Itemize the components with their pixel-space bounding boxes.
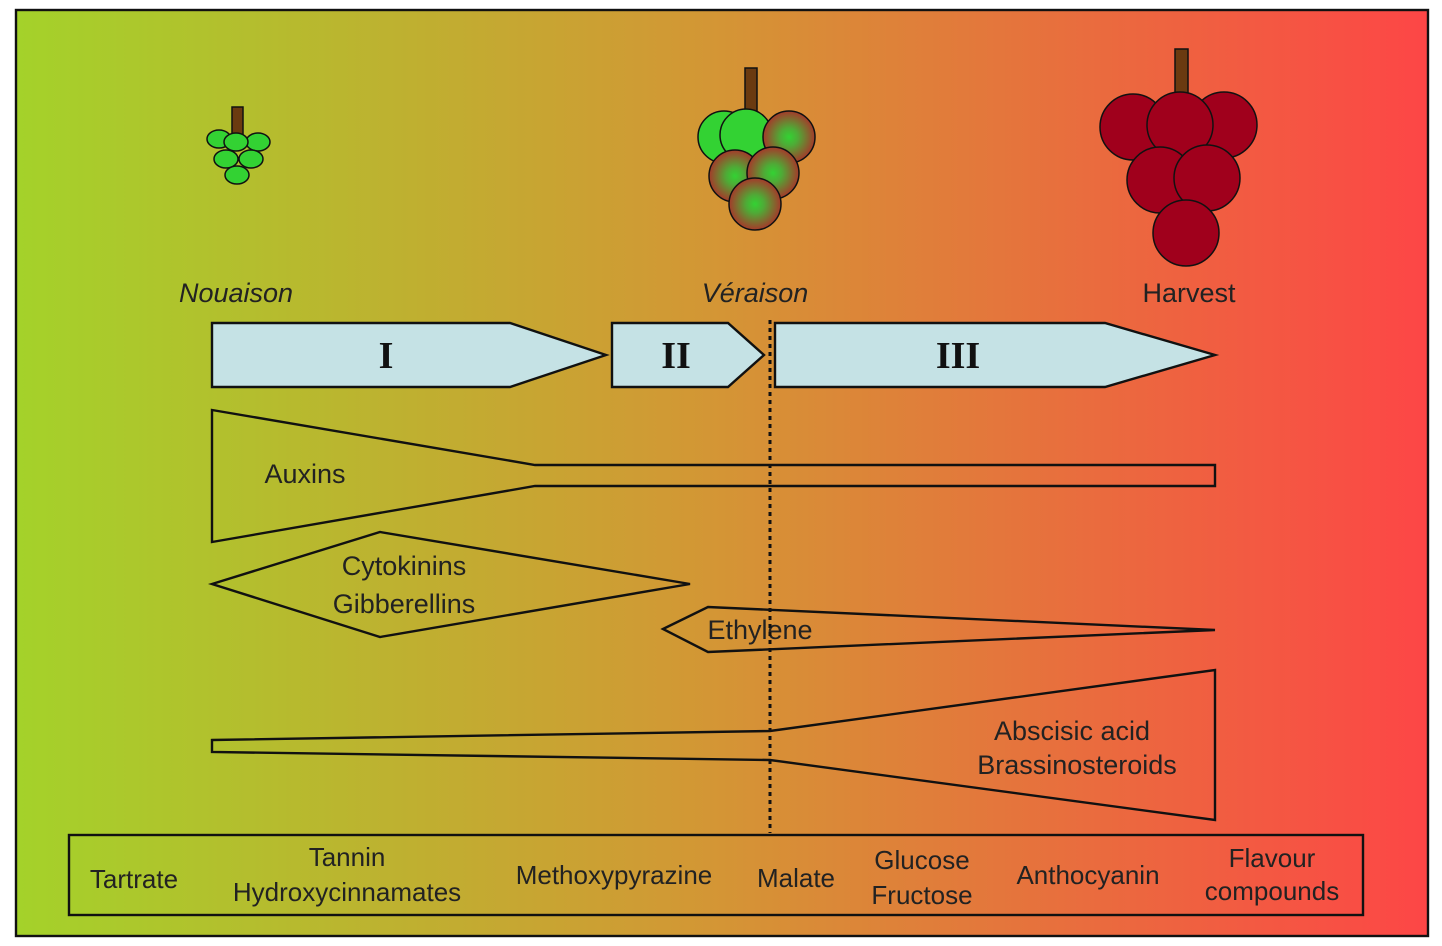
compound-compounds: compounds [1205,876,1339,906]
ethylene-shape [660,605,1216,654]
compound-methoxypyrazine: Methoxypyrazine [516,860,713,890]
compound-glucose: Glucose [874,845,969,875]
compound-anthocyanin: Anthocyanin [1016,860,1159,890]
green-grape-cluster-icon [206,106,271,185]
compound-malate: Malate [757,863,835,893]
phase-label-2: II [661,335,691,377]
compound-hydroxycinnamates: Hydroxycinnamates [233,877,461,907]
compounds-box [67,833,1365,917]
phase-arrow-1 [210,321,610,389]
phase-arrow-3 [773,321,1220,389]
hormone-brassinosteroids: Brassinosteroids [977,750,1177,780]
hormone-auxins: Auxins [264,459,345,489]
phase-arrow-2 [610,321,766,389]
hormone-ethylene: Ethylene [707,615,812,645]
auxins-shape [210,408,1217,544]
stage-label-harvest: Harvest [1142,278,1236,308]
hormone-gibberellins: Gibberellins [333,589,476,619]
phase-label-3: III [936,335,980,377]
compound-tannin: Tannin [309,842,386,872]
compound-fructose: Fructose [871,880,972,910]
veraison-grape-cluster-icon [697,67,816,231]
compound-flavour: Flavour [1229,843,1316,873]
hormone-abscisic-acid: Abscisic acid [994,716,1150,746]
cytokinins-gibberellins-shape [207,530,691,639]
compound-tartrate: Tartrate [90,864,178,894]
hormone-cytokinins: Cytokinins [342,551,467,581]
phase-label-1: I [379,335,394,377]
stage-label-nouaison: Nouaison [179,278,293,308]
red-grape-cluster-icon [1099,48,1258,267]
stage-label-veraison: Véraison [702,278,809,308]
